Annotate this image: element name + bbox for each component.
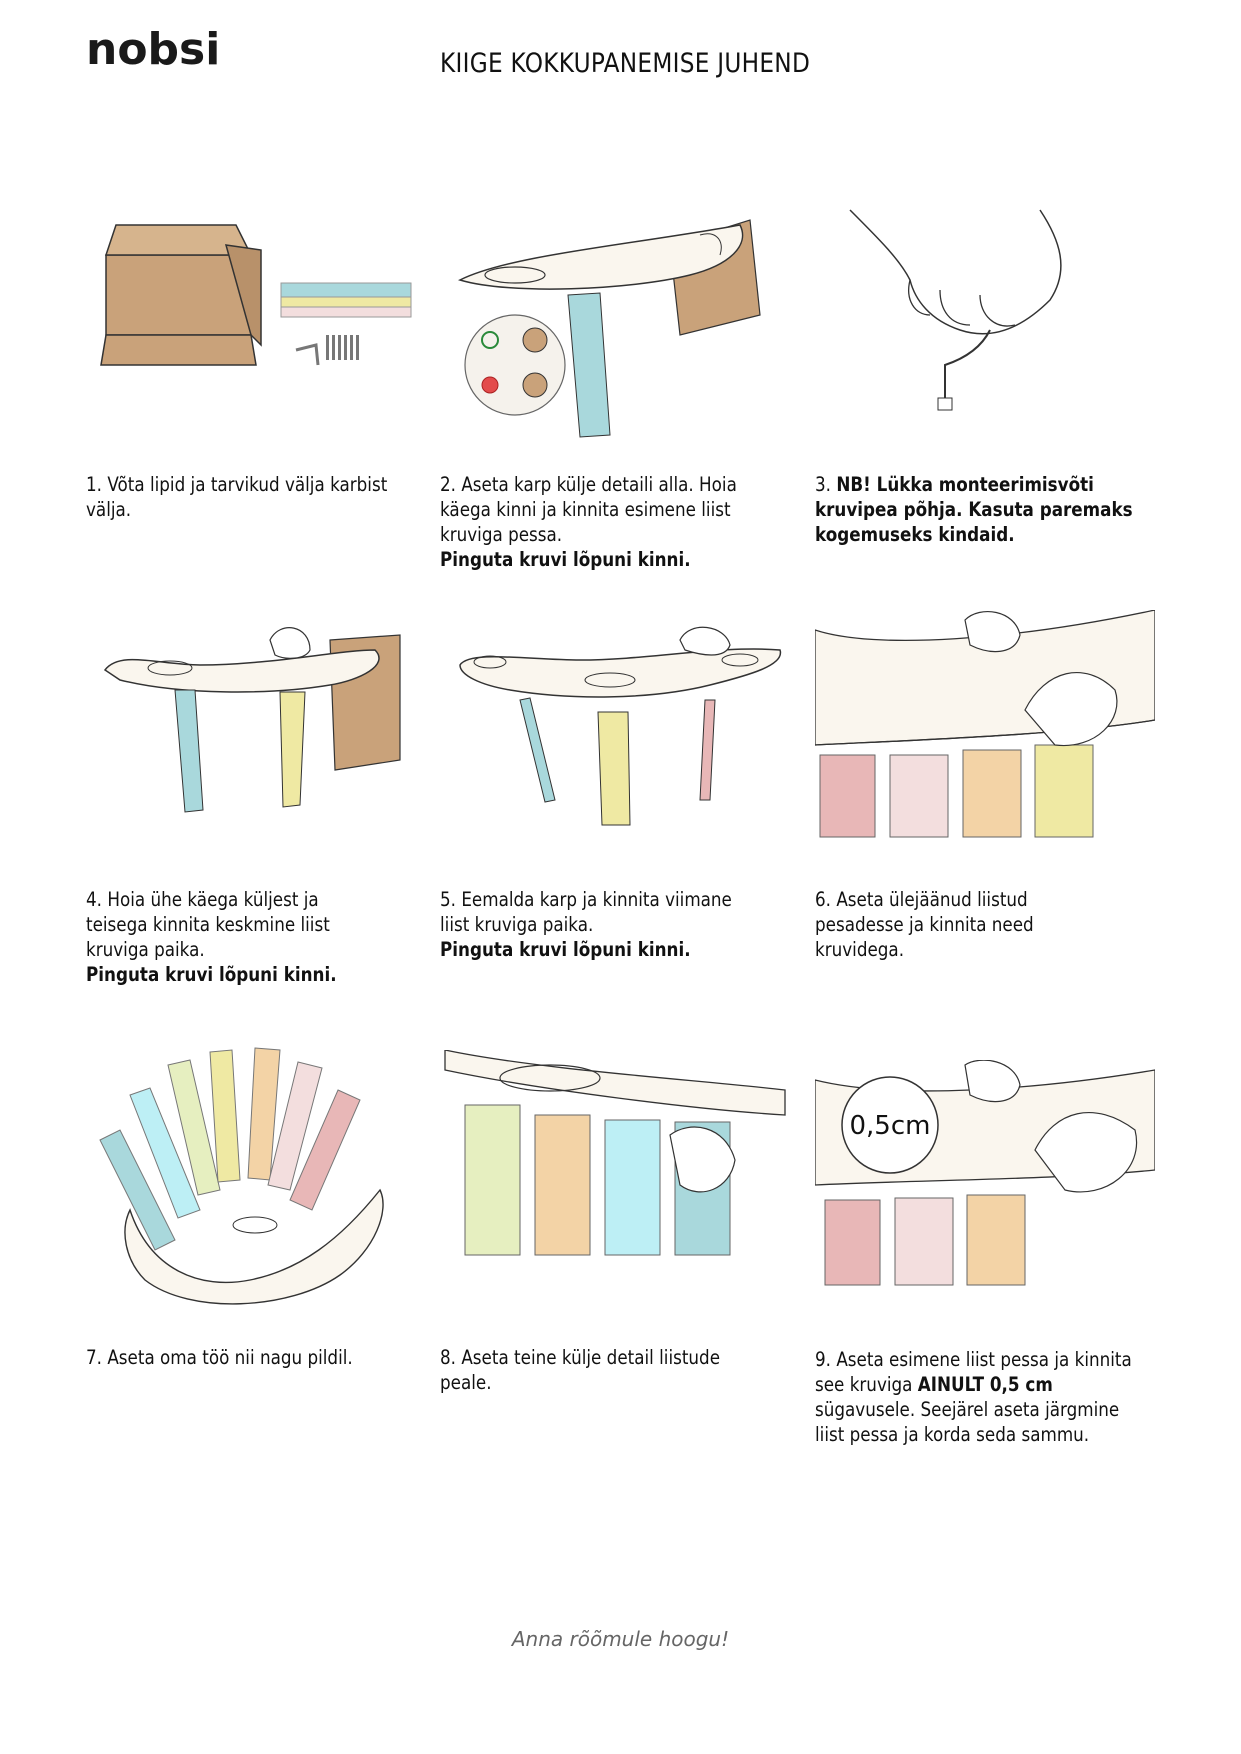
step-2-illustration — [450, 205, 790, 465]
step-9-illustration: 0,5cm — [815, 1060, 1155, 1320]
step-8-illustration — [440, 1050, 786, 1310]
logo-text: nobsi — [86, 26, 220, 75]
step-1-text: 1. Võta lipid ja tarvikud välja karbist … — [86, 473, 388, 521]
callout-circle — [841, 1076, 939, 1174]
step-7-illustration — [90, 1040, 430, 1305]
step-6-text: 6. Aseta ülejäänud liistud pesadesse ja … — [815, 888, 1034, 961]
step-1-illustration — [86, 215, 426, 475]
step-4-illustration — [100, 620, 440, 880]
step-8-text: 8. Aseta teine külje detail liistude pea… — [440, 1346, 721, 1394]
step-3-illustration — [820, 190, 1160, 450]
step-5-text: 5. Eemalda karp ja kinnita viimane liist… — [440, 888, 732, 961]
step-2-text: 2. Aseta karp külje detaili alla. Hoia k… — [440, 473, 737, 571]
step-7-text: 7. Aseta oma töö nii nagu pildil. — [86, 1346, 353, 1369]
callout-label: 0,5cm — [850, 1111, 931, 1141]
step-9-text: 9. Aseta esimene liist pessa ja kinnita … — [815, 1348, 1132, 1446]
step-4-text: 4. Hoia ühe käega küljest ja teisega kin… — [86, 888, 337, 986]
step-6-illustration — [815, 610, 1155, 870]
footer-slogan: Anna rõõmule hoogu! — [511, 1627, 730, 1651]
step-3-text: 3. NB! Lükka monteerimisvõti kruvipea põ… — [815, 473, 1133, 546]
nobsi-logo: nobsi — [86, 26, 246, 76]
step-5-illustration — [450, 620, 790, 880]
page-title: KIIGE KOKKUPANEMISE JUHEND — [440, 48, 811, 79]
